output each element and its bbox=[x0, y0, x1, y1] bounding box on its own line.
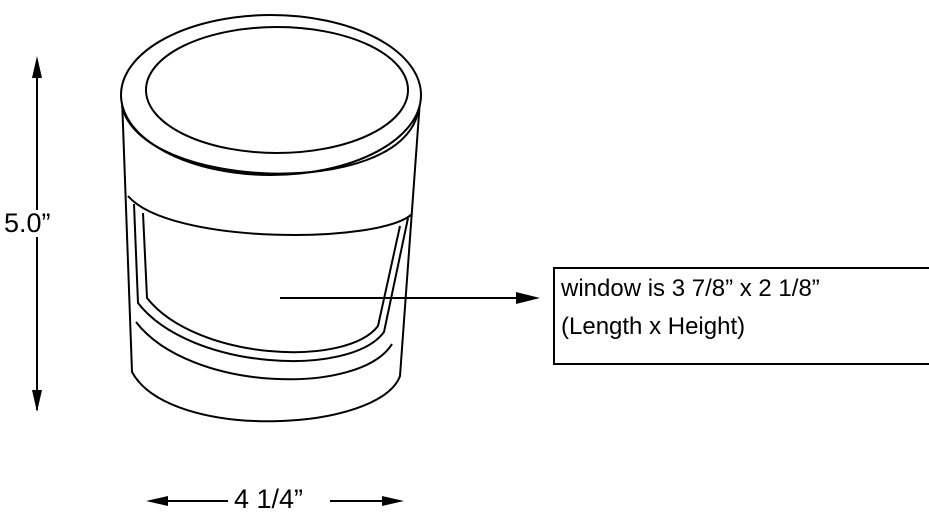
down-arrowhead-icon bbox=[32, 390, 42, 412]
window-callout-box: window is 3 7/8” x 2 1/8” (Length x Heig… bbox=[553, 267, 929, 365]
callout-dimensions-text: window is 3 7/8” x 2 1/8” bbox=[561, 275, 820, 302]
width-dimension-arrow bbox=[146, 496, 404, 506]
window-band-top bbox=[127, 195, 413, 236]
canister-rim-outer bbox=[120, 14, 422, 176]
canister-body bbox=[121, 97, 421, 423]
canister-rim-edge bbox=[121, 105, 419, 175]
height-dimension-label: 5.0” bbox=[4, 208, 51, 238]
canister-rim-inner bbox=[145, 26, 409, 154]
canister bbox=[120, 14, 422, 423]
window-frame-inner bbox=[142, 212, 401, 354]
width-dimension-label: 4 1/4” bbox=[230, 486, 308, 513]
right-arrowhead-icon bbox=[382, 496, 404, 506]
right-arrowhead-icon bbox=[516, 292, 540, 304]
callout-leader-arrow bbox=[280, 292, 540, 304]
window-band-bottom bbox=[135, 321, 393, 381]
callout-units-text: (Length x Height) bbox=[561, 313, 746, 340]
left-arrowhead-icon bbox=[146, 496, 168, 506]
window-frame-outer bbox=[133, 203, 409, 362]
up-arrowhead-icon bbox=[32, 56, 42, 78]
